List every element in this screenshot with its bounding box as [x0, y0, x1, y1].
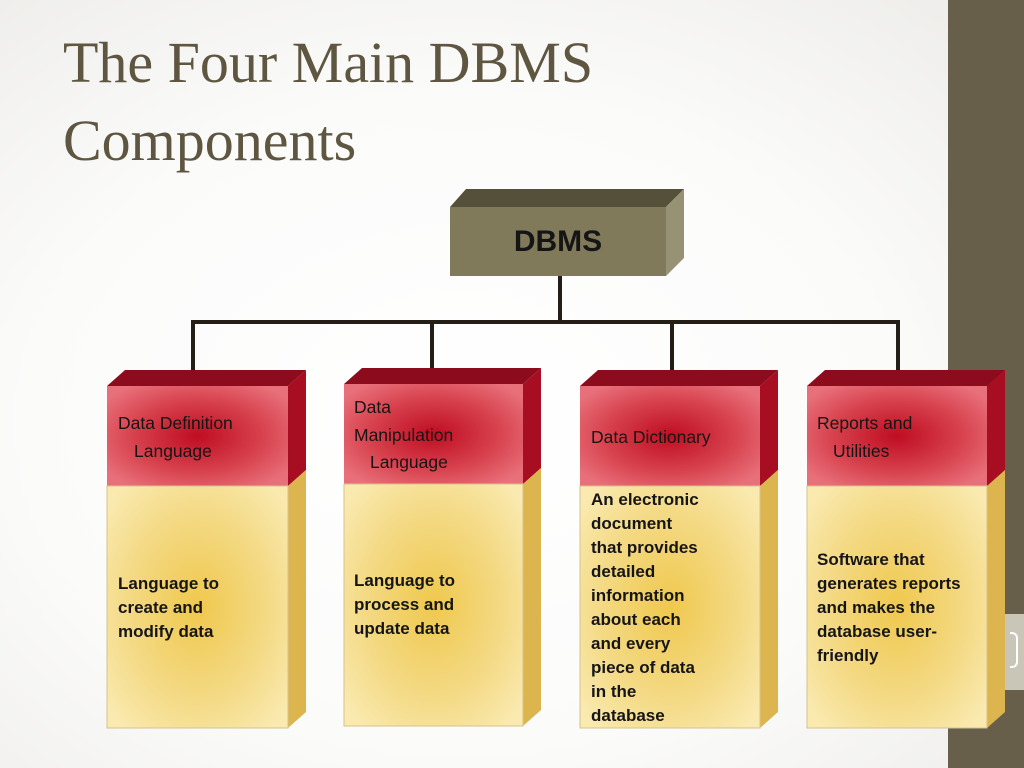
slide-title-line-1: The Four Main DBMS [63, 30, 594, 95]
component-3-description-line-10: database [591, 706, 665, 725]
component-2-heading-line-2: Manipulation [354, 424, 454, 445]
component-4-description-line-1: Software that [817, 550, 925, 569]
component-4-description-line-4: database user- [817, 622, 937, 641]
component-2-description-line-3: update data [354, 619, 450, 638]
slide-title-line-2: Components [63, 108, 357, 173]
component-3-description-line-5: information [591, 586, 685, 605]
component-4-description-line-5: friendly [817, 646, 879, 665]
component-2-description-line-2: process and [354, 595, 455, 614]
component-3-description: An electronic document that provides det… [591, 488, 699, 728]
component-2-heading-line-3: Language [370, 452, 448, 472]
root-box-label: DBMS [513, 225, 603, 258]
component-1-heading-line-1: Data Definition [118, 413, 233, 433]
connector-lines [191, 276, 900, 381]
component-2-heading-line-1: Data [354, 397, 391, 417]
component-4-description: Software that generates reports and make… [817, 548, 961, 668]
component-4-heading: Reports and Utilities [817, 410, 912, 465]
component-1-heading: Data Definition Language [118, 410, 233, 465]
component-3-description-line-4: detailed [591, 562, 656, 581]
component-2-description-line-1: Language to [354, 571, 456, 590]
component-3-description-line-6: about each [591, 610, 681, 629]
component-4-heading-line-1: Reports and [817, 413, 913, 433]
component-3-description-line-3: that provides [591, 538, 698, 557]
root-box [450, 189, 684, 276]
page-tab[interactable] [1004, 614, 1024, 690]
component-3-description-line-2: document [591, 514, 673, 533]
component-3-description-line-8: piece of data [591, 658, 695, 677]
component-1-heading-line-2: Language [134, 440, 212, 461]
component-1-description-line-2: create and [118, 598, 204, 617]
component-1-description-line-3: modify data [118, 622, 214, 641]
component-2-description: Language to process and update data [354, 569, 455, 641]
component-box-3 [579, 370, 778, 729]
component-4-heading-line-2: Utilities [833, 440, 890, 461]
component-box-4 [806, 370, 1005, 729]
component-3-description-line-9: in the [591, 682, 637, 701]
component-2-heading: Data Manipulation Language [354, 394, 453, 477]
component-3-description-line-7: and every [591, 634, 671, 653]
component-3-heading: Data Dictionary [591, 424, 711, 452]
component-4-description-line-3: and makes the [817, 598, 936, 617]
component-1-description-line-1: Language to [118, 574, 220, 593]
slide-title: The Four Main DBMS Components [63, 24, 923, 180]
component-box-2 [343, 368, 541, 727]
component-box-1 [106, 370, 306, 729]
component-4-description-line-2: generates reports [817, 574, 961, 593]
component-1-description: Language to create and modify data [118, 572, 219, 644]
page-tab-bracket-icon [1010, 632, 1018, 668]
component-3-heading-line-1: Data Dictionary [591, 427, 711, 447]
component-3-description-line-1: An electronic [591, 490, 699, 509]
